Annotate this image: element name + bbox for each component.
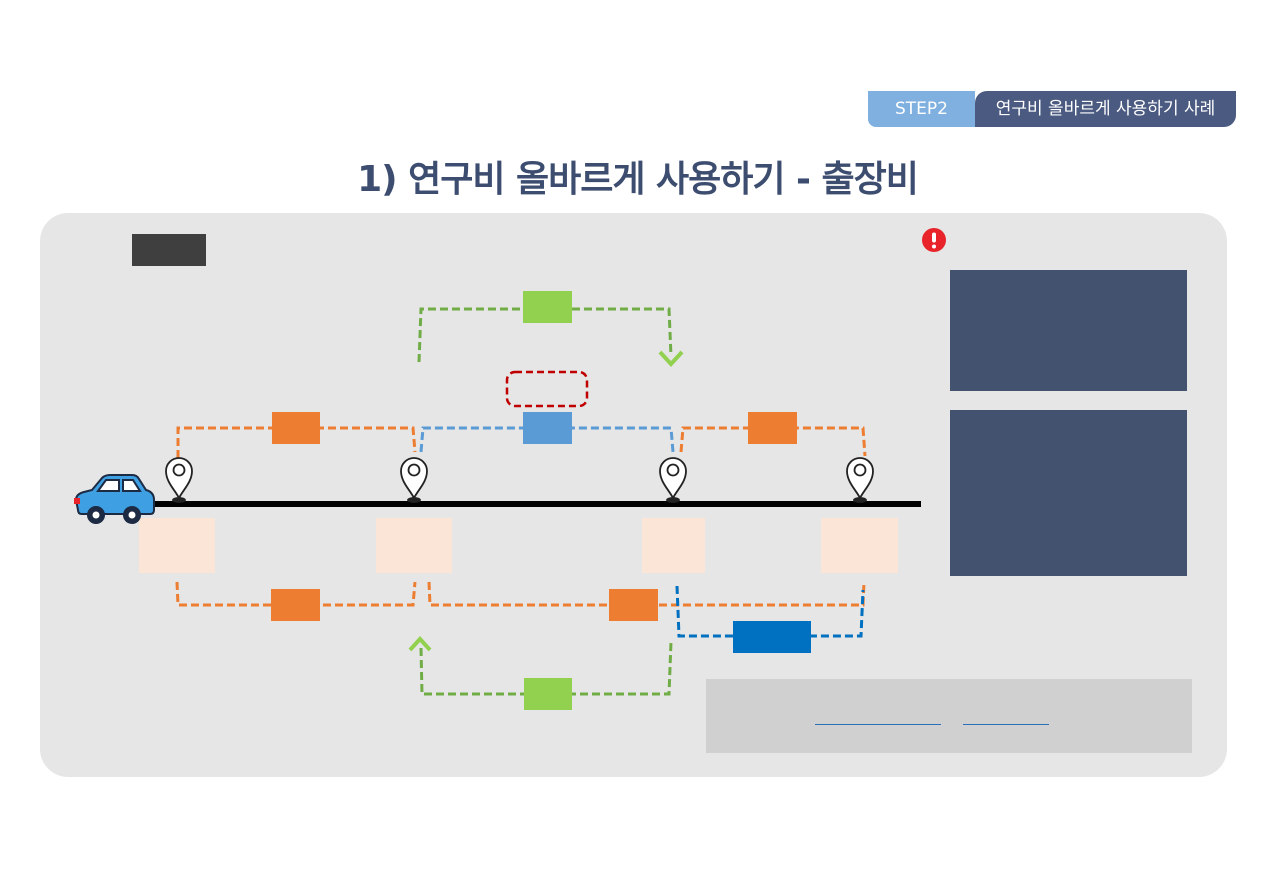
orange-route-bottom-left <box>175 581 417 607</box>
info-box-top <box>950 270 1187 391</box>
location-pin-icon <box>659 457 687 503</box>
stop-box-1 <box>139 518 215 573</box>
green-label-bottom <box>524 678 572 710</box>
info-box-bottom <box>950 410 1187 576</box>
note-box <box>706 679 1192 753</box>
note-link-2[interactable] <box>963 724 1049 725</box>
note-link-1[interactable] <box>815 724 941 725</box>
road-line <box>147 501 921 507</box>
orange-label-bottom-left <box>271 589 320 621</box>
highlight-dashed-box <box>505 370 589 408</box>
page-title: 1) 연구비 올바르게 사용하기 - 출장비 <box>357 159 919 200</box>
location-pin-icon <box>400 457 428 503</box>
location-pin-icon <box>165 457 193 503</box>
orange-label-top-left <box>272 412 320 444</box>
stop-box-2 <box>376 518 452 573</box>
stop-box-4 <box>821 518 898 573</box>
car-icon <box>74 474 155 524</box>
stop-box-3 <box>642 518 705 573</box>
step-tag: STEP2 <box>868 91 975 127</box>
warning-icon <box>922 228 946 252</box>
orange-label-bottom-middle <box>609 589 658 621</box>
section-chip <box>132 234 206 266</box>
location-pin-icon <box>846 457 874 503</box>
step-section-label: 연구비 올바르게 사용하기 사례 <box>975 91 1236 127</box>
dark-blue-label-bottom-right <box>733 621 811 653</box>
blue-label-top-middle <box>523 412 572 444</box>
orange-label-top-right <box>748 412 797 444</box>
dark-blue-route-bottom-right <box>675 585 865 638</box>
green-arrow-up <box>408 636 432 652</box>
green-route-top <box>417 307 673 363</box>
green-label-top <box>523 291 572 323</box>
green-arrow-down <box>658 350 684 367</box>
